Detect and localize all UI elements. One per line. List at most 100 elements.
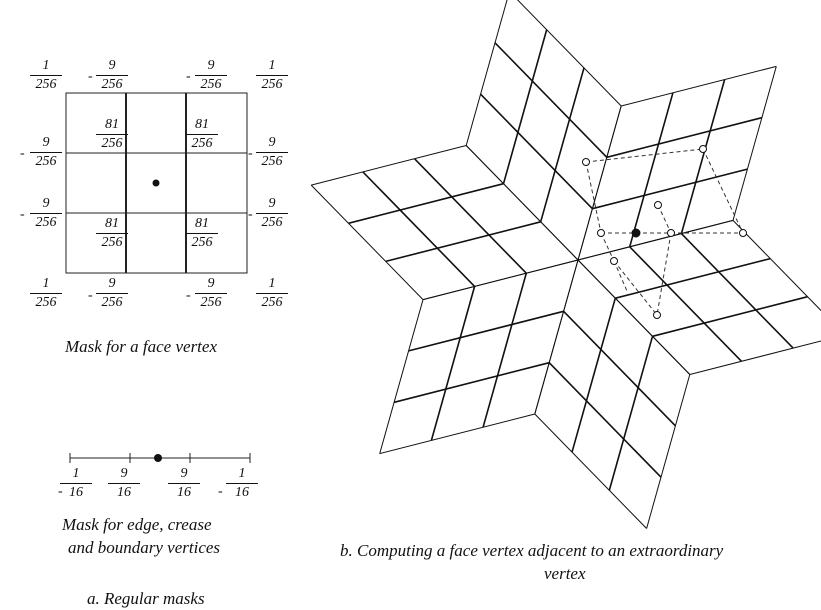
caption-face-vertex: Mask for a face vertex [65, 337, 217, 356]
minus-sign: - [218, 484, 223, 499]
mesh-edge [379, 299, 424, 454]
stencil-point [597, 229, 605, 237]
mesh-edge [348, 182, 504, 225]
caption-part-a: a. Regular masks [87, 589, 205, 608]
mesh-edge [465, 0, 508, 146]
minus-sign: - [20, 207, 25, 222]
mesh-edge [311, 145, 467, 186]
minus-sign: - [248, 207, 253, 222]
mesh-edge [689, 340, 821, 375]
stencil-dashed-edge [585, 161, 602, 234]
mesh-edge [652, 295, 808, 338]
mesh-edge [680, 79, 726, 234]
mesh-edge [615, 257, 771, 299]
minus-sign: - [186, 288, 191, 303]
mesh-edge [408, 310, 564, 352]
mesh-edge [480, 93, 593, 210]
mesh-edge [534, 259, 579, 415]
face-mask-grid [65, 92, 248, 274]
stencil-point [667, 229, 675, 237]
mesh-edge [430, 286, 476, 441]
mesh-edge [422, 259, 579, 301]
minus-sign: - [88, 69, 93, 84]
stencil-points [582, 145, 747, 319]
face-vertex-point [152, 179, 160, 187]
mesh-edge [517, 0, 622, 107]
mesh-edge [646, 374, 691, 529]
mesh-edge [592, 168, 748, 210]
mesh-edge [494, 42, 608, 158]
caption-edge-line1: Mask for edge, crease [62, 515, 212, 534]
stencil-dashed-edge [657, 204, 672, 234]
mesh-edge [534, 413, 647, 529]
minus-sign: - [88, 288, 93, 303]
stencil-point [582, 158, 590, 166]
mesh-edge [577, 259, 691, 375]
mesh-edge [608, 336, 654, 491]
mesh-edge [621, 65, 777, 107]
mesh-edge [394, 361, 550, 404]
mesh-edge [310, 184, 424, 300]
stencil-point [739, 229, 747, 237]
mesh-edge [732, 220, 821, 312]
caption-part-b-line1: b. Computing a face vertex adjacent to a… [340, 541, 724, 560]
stencil-dashed-lines [585, 148, 744, 316]
mesh-edge [606, 116, 762, 159]
mesh-edge [385, 221, 541, 263]
minus-sign: - [186, 69, 191, 84]
mesh-edge [577, 219, 734, 261]
stencil-point [610, 257, 618, 265]
mesh-edge [379, 413, 535, 455]
mesh-edge [732, 66, 777, 221]
mesh-edge [577, 105, 622, 261]
mesh-edge [502, 29, 548, 184]
caption-edge-line2: and boundary vertices [68, 538, 221, 557]
mesh-edge [563, 310, 676, 427]
stencil-dashed-edge [585, 148, 704, 163]
mesh-edge [539, 67, 585, 223]
mesh-edge [571, 297, 617, 453]
mesh-edge [413, 158, 527, 274]
stencil-dashed-edge [613, 260, 628, 292]
mesh-edge [482, 272, 528, 428]
mesh-edge [465, 145, 579, 261]
stencil-point [699, 145, 707, 153]
mesh-edge [680, 233, 794, 349]
minus-sign: - [20, 146, 25, 161]
caption-part-b-line2: vertex [544, 564, 586, 583]
stencil-dashed-edge [600, 232, 615, 262]
edge-vertex-point [154, 454, 162, 462]
stencil-dashed-edge [613, 260, 658, 316]
minus-sign: - [58, 484, 63, 499]
mesh-edge [548, 362, 662, 478]
stencil-point [653, 311, 661, 319]
mesh-edge [629, 246, 743, 362]
mesh-edge [362, 171, 476, 287]
computed-face-vertex-point [631, 228, 641, 238]
stencil-dashed-edge [702, 148, 744, 234]
mesh-edge [628, 92, 674, 248]
stencil-dashed-edge [656, 232, 672, 316]
stencil-point [654, 201, 662, 209]
minus-sign: - [248, 146, 253, 161]
